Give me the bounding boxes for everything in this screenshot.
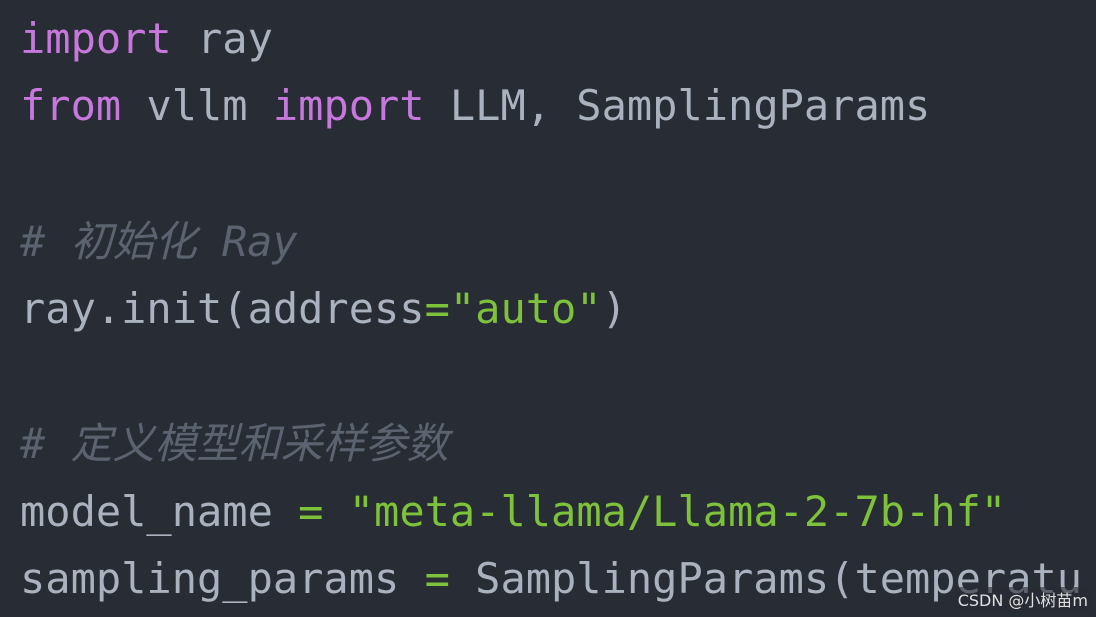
code-text: vllm (121, 81, 273, 130)
code-line-1: import ray (20, 11, 273, 67)
string-literal: "meta-llama/Llama-2-7b-hf" (348, 487, 1007, 536)
code-line-2: from vllm import LLM, SamplingParams (20, 78, 930, 134)
operator-equals: = (298, 487, 324, 536)
code-line-8: model_name = "meta-llama/Llama-2-7b-hf" (20, 484, 1006, 540)
keyword-import: import (272, 81, 425, 130)
code-line-4: # 初始化 Ray (20, 214, 298, 270)
operator-equals: = (424, 554, 450, 603)
code-text: ray (171, 14, 273, 63)
code-line-9: sampling_params = SamplingParams(tempera… (20, 551, 1082, 607)
code-comment: # 定义模型和采样参数 (20, 419, 449, 468)
code-space (323, 487, 348, 536)
code-text: ) (601, 284, 627, 333)
code-text: ray.init(address (20, 284, 425, 333)
code-line-7: # 定义模型和采样参数 (20, 416, 449, 472)
code-text: sampling_params (20, 554, 425, 603)
code-comment: # 初始化 Ray (20, 217, 298, 266)
keyword-from: from (20, 81, 122, 130)
string-literal: "auto" (449, 284, 602, 333)
keyword-import: import (20, 14, 172, 63)
operator-equals: = (424, 284, 450, 333)
code-line-5: ray.init(address="auto") (20, 281, 627, 337)
code-text: LLM, SamplingParams (424, 81, 931, 130)
code-text: model_name (20, 487, 299, 536)
watermark: CSDN @小树苗m (955, 587, 1090, 611)
